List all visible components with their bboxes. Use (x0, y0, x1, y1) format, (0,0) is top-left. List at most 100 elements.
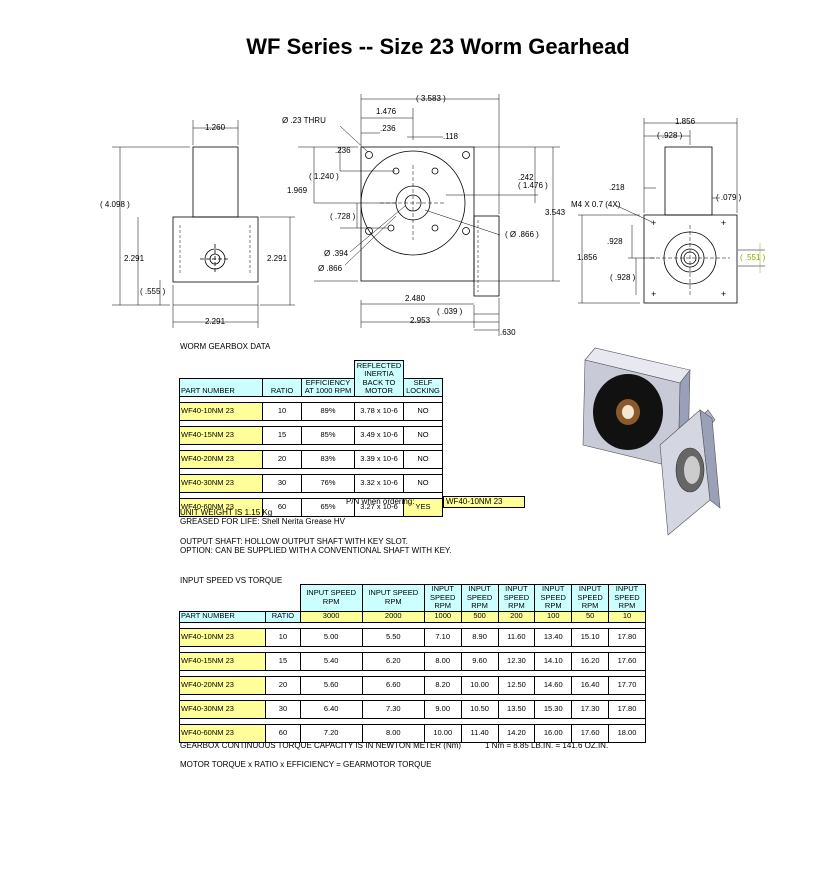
table-row: WF40-15NM 23 15 5.40 6.20 8.00 9.60 12.3… (178, 651, 646, 671)
dim-label: ( Ø .866 ) (505, 230, 539, 239)
dim-label: ( .079 ) (716, 193, 742, 202)
torque-value: 17.30 (571, 699, 610, 719)
torque-value: 14.20 (497, 723, 536, 743)
rpm-value: 2000 (361, 610, 425, 623)
torque-value: 8.00 (423, 651, 462, 671)
gearbox-table: REFLECTED INERTIA BACK TO MOTOR PART NUM… (179, 360, 443, 517)
iso-view-3d (582, 347, 721, 536)
dim-label: Ø .23 THRU (282, 116, 326, 125)
torque-value: 17.80 (608, 627, 646, 647)
rpm-value: 3000 (299, 610, 363, 623)
svg-text:+: + (651, 218, 656, 228)
inertia: 3.39 x 10-6 (354, 449, 404, 469)
torque-value: 9.00 (423, 699, 462, 719)
part-number: WF40-60NM 23 (178, 723, 267, 743)
dim-label: ( .728 ) (330, 212, 356, 221)
torque-value: 6.40 (299, 699, 363, 719)
svg-text:+: + (721, 218, 726, 228)
torque-value: 8.90 (460, 627, 499, 647)
col-header: INPUT SPEED RPM (571, 584, 610, 612)
part-number: WF40-15NM 23 (178, 651, 267, 671)
rpm-value: 10 (608, 610, 646, 623)
torque-value: 12.50 (497, 675, 536, 695)
col-header: SELF LOCKING (403, 377, 443, 397)
self-locking: NO (403, 473, 443, 493)
torque-table: INPUT SPEED RPM INPUT SPEED RPM INPUT SP… (178, 584, 646, 743)
torque-value: 6.60 (361, 675, 425, 695)
torque-value: 13.50 (497, 699, 536, 719)
dim-label: ( .551 ) (740, 253, 766, 262)
efficiency: 85% (301, 425, 355, 445)
ratio: 15 (262, 425, 302, 445)
dim-label: ( .555 ) (140, 287, 166, 296)
dim-label: 1.969 (287, 186, 308, 195)
footer-conversion: 1 Nm = 8.85 LB.IN. = 141.6 OZ.IN. (485, 741, 609, 750)
torque-value: 8.20 (423, 675, 462, 695)
torque-value: 13.40 (534, 627, 573, 647)
table-row: WF40-30NM 23 30 6.40 7.30 9.00 10.50 13.… (178, 699, 646, 719)
col-header: INPUT SPEED RPM (299, 584, 363, 612)
torque-value: 18.00 (608, 723, 646, 743)
col-header: RATIO (262, 377, 302, 397)
dim-label: .928 (607, 237, 623, 246)
col-header: REFLECTED INERTIA BACK TO MOTOR (354, 360, 404, 397)
part-number: WF40-60NM 23 (179, 497, 263, 517)
efficiency: 83% (301, 449, 355, 469)
note-shaft: OUTPUT SHAFT: HOLLOW OUTPUT SHAFT WITH K… (180, 537, 408, 546)
dim-label: ( 3.583 ) (416, 94, 446, 103)
ratio: 20 (262, 449, 302, 469)
ratio: 60 (265, 723, 301, 743)
col-header: INPUT SPEED RPM (534, 584, 573, 612)
torque-value: 17.80 (608, 699, 646, 719)
self-locking: NO (403, 425, 443, 445)
rpm-value: 200 (497, 610, 536, 623)
col-header: INPUT SPEED RPM (608, 584, 646, 612)
inertia: 3.78 x 10-6 (354, 401, 404, 421)
rpm-value: 50 (571, 610, 610, 623)
dim-label: ( 4.098 ) (100, 200, 130, 209)
dim-label: 1.476 (376, 107, 397, 116)
page-title: WF Series -- Size 23 Worm Gearhead (246, 34, 630, 59)
col-header: PART NUMBER (178, 610, 267, 623)
svg-text:+: + (721, 289, 726, 299)
torque-value: 7.20 (299, 723, 363, 743)
torque-value: 16.20 (571, 651, 610, 671)
dim-label: .242 (518, 173, 534, 182)
note-weight: UNIT WEIGHT IS 1.15 Kg (180, 508, 273, 517)
part-number: WF40-20NM 23 (179, 449, 263, 469)
torque-value: 15.30 (534, 699, 573, 719)
torque-value: 7.10 (423, 627, 462, 647)
efficiency: 89% (301, 401, 355, 421)
torque-value: 5.40 (299, 651, 363, 671)
self-locking: YES (403, 497, 443, 517)
torque-value: 6.20 (361, 651, 425, 671)
part-number: WF40-20NM 23 (178, 675, 267, 695)
dim-label: 1.260 (205, 123, 226, 132)
table-row: WF40-20NM 23 20 5.60 6.60 8.20 10.00 12.… (178, 675, 646, 695)
ratio: 15 (265, 651, 301, 671)
dim-label: 1.856 (577, 253, 598, 262)
efficiency: 76% (301, 473, 355, 493)
self-locking: NO (403, 449, 443, 469)
torque-value: 8.00 (361, 723, 425, 743)
dim-label: .218 (609, 183, 625, 192)
torque-value: 7.30 (361, 699, 425, 719)
part-number: WF40-10NM 23 (178, 627, 267, 647)
ratio: 30 (265, 699, 301, 719)
dim-label: Ø .866 (318, 264, 343, 273)
rpm-value: 100 (534, 610, 573, 623)
dim-label: 2.291 (124, 254, 145, 263)
right-view: + + + + (578, 118, 765, 304)
note-option: OPTION: CAN BE SUPPLIED WITH A CONVENTIO… (180, 546, 452, 555)
dim-label: .236 (380, 124, 396, 133)
rpm-value: 500 (460, 610, 499, 623)
dim-label: ( .928 ) (657, 131, 683, 140)
front-view-middle (298, 94, 560, 336)
dim-label: 2.480 (405, 294, 426, 303)
table-row: WF40-60NM 23 60 7.20 8.00 10.00 11.40 14… (178, 723, 646, 743)
footer-formula: MOTOR TORQUE x RATIO x EFFICIENCY = GEAR… (180, 760, 432, 769)
efficiency: 65% (301, 497, 355, 517)
inertia: 3.49 x 10-6 (354, 425, 404, 445)
pn-ordering-value: WF40-10NM 23 (443, 496, 525, 508)
